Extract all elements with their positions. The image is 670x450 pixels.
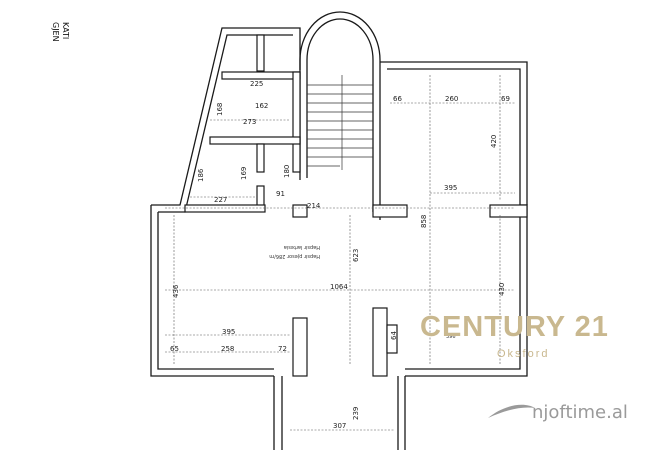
dim-430: 430 — [498, 283, 506, 296]
dim-623: 623 — [352, 249, 360, 262]
brand-office: Oksford — [497, 348, 550, 360]
dim-273: 273 — [243, 118, 256, 126]
dim-225: 225 — [250, 80, 263, 88]
brand-name: CENTURY 21 — [420, 311, 609, 343]
dim-72: 72 — [278, 345, 287, 353]
watermark-swoosh-icon — [488, 404, 535, 418]
area-note: Hapsir pjesor 286/m Hapsir lartesia — [269, 244, 320, 259]
dim-66: 66 — [393, 95, 402, 103]
dim-239: 239 — [352, 407, 360, 420]
dim-395-top: 395 — [444, 184, 457, 192]
dim-258: 258 — [221, 345, 234, 353]
dim-420: 420 — [490, 135, 498, 148]
dim-396: 396 — [446, 334, 456, 340]
dim-436: 436 — [172, 284, 180, 298]
dim-395-bottom: 395 — [222, 328, 235, 336]
dim-168: 168 — [216, 103, 224, 116]
dim-186: 186 — [197, 168, 205, 182]
header-line1: GJEN — [51, 22, 60, 42]
dim-858: 858 — [420, 215, 428, 228]
header-line2: KATI — [61, 22, 70, 39]
dim-1064: 1064 — [330, 283, 348, 291]
dim-169: 169 — [240, 167, 248, 180]
area-note-line1: Hapsir pjesor 286/m — [269, 253, 320, 259]
dim-162: 162 — [255, 102, 268, 110]
dim-227: 227 — [214, 196, 227, 204]
dim-214: 214 — [307, 202, 321, 210]
dim-69: 69 — [501, 95, 510, 103]
dim-260: 260 — [445, 95, 458, 103]
dim-91: 91 — [276, 190, 285, 198]
dim-180: 180 — [283, 165, 291, 178]
watermark-text: njoftime.al — [532, 402, 628, 423]
dim-307: 307 — [333, 422, 346, 430]
area-note-line2: Hapsir lartesia — [284, 244, 320, 250]
stair-treads — [307, 75, 373, 170]
dim-64: 64 — [390, 331, 398, 340]
outer-walls — [150, 11, 528, 450]
dimension-lines — [165, 75, 515, 431]
dim-65: 65 — [170, 345, 179, 353]
